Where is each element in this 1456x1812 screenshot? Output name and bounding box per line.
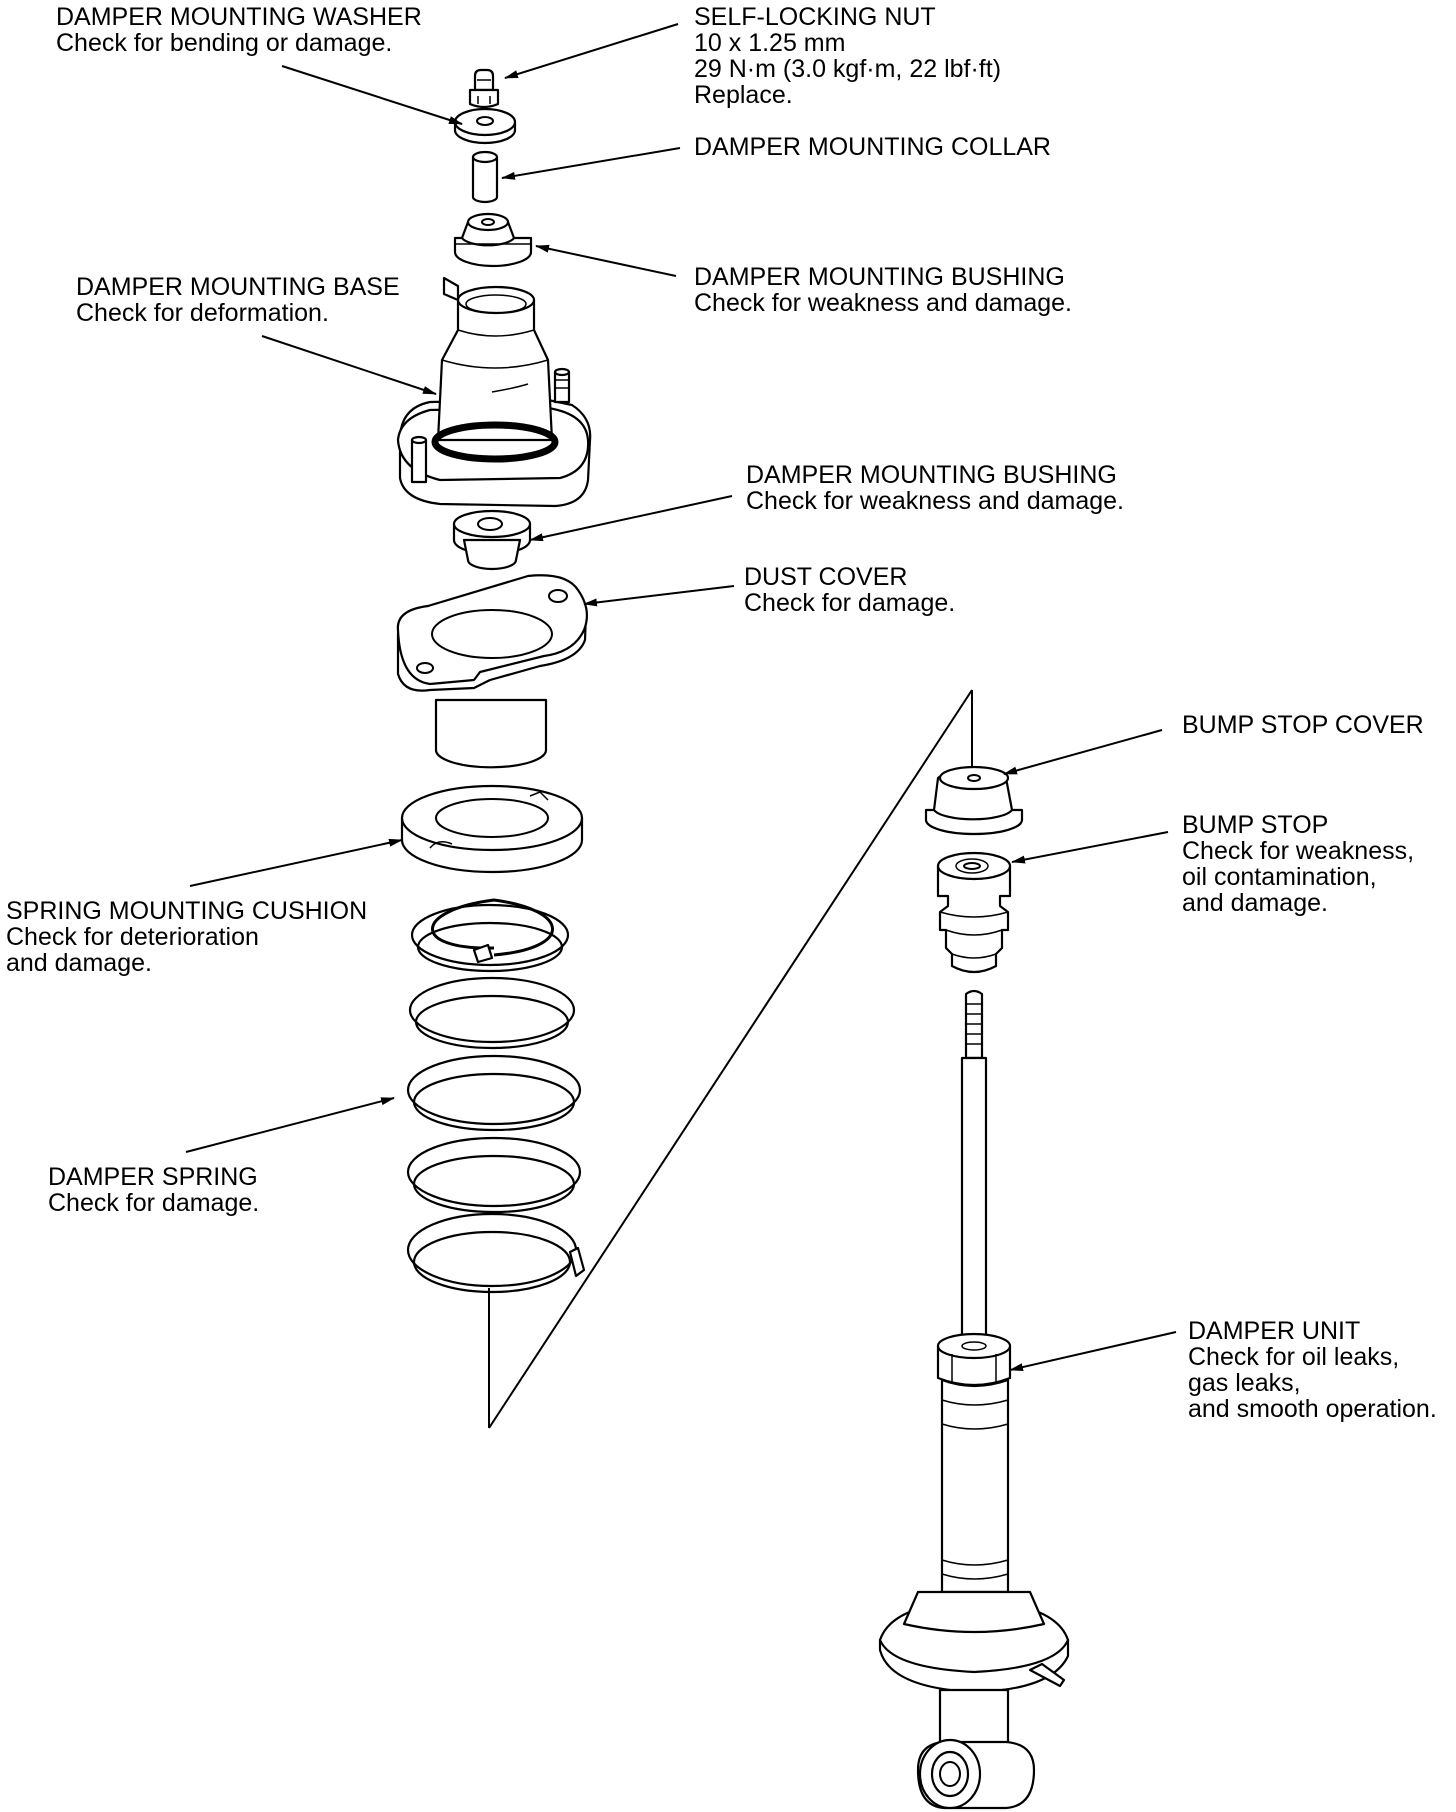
damper-mounting-bushing-upper-part: [453, 212, 533, 268]
leader-collar: [501, 147, 681, 180]
label-title: DAMPER MOUNTING BUSHING: [694, 263, 1065, 291]
label-note: Check for bending or damage.: [56, 29, 393, 57]
bump-stop-cover-part: [924, 765, 1024, 836]
leader-damper-unit: [1009, 1331, 1177, 1371]
label-title: BUMP STOP COVER: [1182, 711, 1424, 739]
label-title: BUMP STOP: [1182, 811, 1329, 839]
label-note: Check for damage.: [48, 1189, 260, 1217]
dust-cover-part: [396, 574, 589, 769]
label-title: DAMPER MOUNTING BASE: [76, 273, 400, 301]
label-note-2: oil contamination,: [1182, 863, 1377, 891]
label-note-1: Check for deterioration: [6, 923, 259, 951]
label-bump-stop-cover: BUMP STOP COVER: [1182, 712, 1424, 738]
label-note-1: Check for oil leaks,: [1188, 1343, 1400, 1371]
label-title: DAMPER MOUNTING COLLAR: [694, 133, 1051, 161]
leader-bushing-upper: [535, 244, 677, 277]
spring-mounting-cushion-part: [400, 784, 584, 874]
damper-mounting-bushing-lower-part: [452, 509, 532, 571]
label-note: Check for weakness and damage.: [694, 289, 1072, 317]
label-note: Check for damage.: [744, 589, 956, 617]
label-note-1: Check for weakness,: [1182, 837, 1415, 865]
leader-nut: [504, 23, 679, 79]
damper-mounting-base-part: [396, 276, 592, 508]
label-title: DAMPER UNIT: [1188, 1317, 1361, 1345]
leader-spring: [185, 1097, 395, 1153]
label-note: Check for deformation.: [76, 299, 329, 327]
label-title: DUST COVER: [744, 563, 908, 591]
label-damper-mounting-base: DAMPER MOUNTING BASE Check for deformati…: [76, 274, 400, 326]
label-title: SELF-LOCKING NUT: [694, 3, 936, 31]
damper-mounting-washer-part: [453, 107, 517, 145]
assembly-guide-line-diagonal: [488, 689, 973, 1429]
label-title: DAMPER MOUNTING WASHER: [56, 3, 422, 31]
label-spring-mounting-cushion: SPRING MOUNTING CUSHION Check for deteri…: [6, 898, 367, 976]
label-note: Replace.: [694, 81, 793, 109]
label-damper-mounting-collar: DAMPER MOUNTING COLLAR: [694, 134, 1051, 160]
label-note-2: gas leaks,: [1188, 1369, 1301, 1397]
leader-bushing-lower: [529, 495, 733, 542]
label-note-3: and smooth operation.: [1188, 1395, 1437, 1423]
leader-bump-stop-cover: [1003, 729, 1163, 775]
bump-stop-part: [936, 851, 1012, 974]
label-title: DAMPER SPRING: [48, 1163, 258, 1191]
label-title: SPRING MOUNTING CUSHION: [6, 897, 368, 925]
label-torque: 29 N·m (3.0 kgf·m, 22 lbf·ft): [694, 55, 1002, 83]
label-damper-mounting-bushing-lower: DAMPER MOUNTING BUSHING Check for weakne…: [746, 462, 1124, 514]
label-damper-spring: DAMPER SPRING Check for damage.: [48, 1164, 259, 1216]
label-dust-cover: DUST COVER Check for damage.: [744, 564, 955, 616]
leader-base: [261, 335, 437, 395]
leader-dust-cover: [583, 585, 735, 607]
damper-spring-part: [406, 898, 586, 1294]
label-damper-mounting-washer: DAMPER MOUNTING WASHER Check for bending…: [56, 4, 422, 56]
label-note-2: and damage.: [6, 949, 152, 977]
leader-cushion: [189, 838, 403, 887]
label-damper-mounting-bushing-upper: DAMPER MOUNTING BUSHING Check for weakne…: [694, 264, 1072, 316]
damper-unit-part: [878, 989, 1070, 1810]
label-size: 10 x 1.25 mm: [694, 29, 846, 57]
label-damper-unit: DAMPER UNIT Check for oil leaks, gas lea…: [1188, 1318, 1437, 1422]
label-bump-stop: BUMP STOP Check for weakness, oil contam…: [1182, 812, 1414, 916]
label-self-locking-nut: SELF-LOCKING NUT 10 x 1.25 mm 29 N·m (3.…: [694, 4, 1001, 108]
damper-mounting-collar-part: [471, 150, 499, 204]
self-locking-nut-part: [468, 68, 500, 109]
label-note: Check for weakness and damage.: [746, 487, 1124, 515]
leader-bump-stop: [1011, 831, 1169, 864]
leader-washer: [281, 65, 463, 125]
label-note-3: and damage.: [1182, 889, 1328, 917]
label-title: DAMPER MOUNTING BUSHING: [746, 461, 1117, 489]
